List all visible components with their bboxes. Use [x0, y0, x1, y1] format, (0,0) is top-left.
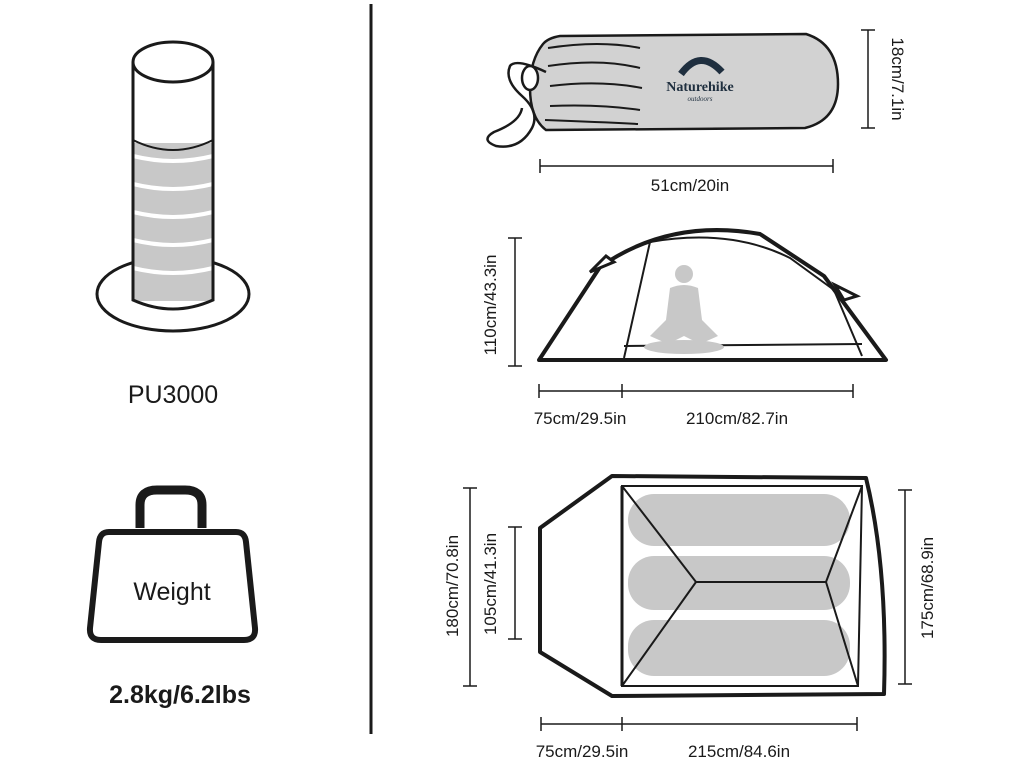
side-length-dimension: [538, 384, 854, 398]
top-outer-width-dimension: [463, 487, 477, 687]
packed-length-label: 51cm/20in: [651, 176, 729, 195]
side-inner-length-label: 210cm/82.7in: [686, 409, 788, 428]
seated-person-icon: [644, 265, 724, 354]
weight-value: 2.8kg/6.2lbs: [109, 681, 251, 709]
top-length-dimension: [540, 717, 858, 731]
tent-top-view-icon: [538, 474, 887, 698]
brand-logo-text: Naturehike: [666, 80, 733, 95]
weight-icon-text: Weight: [133, 578, 210, 606]
top-end-width-dimension: [508, 526, 522, 640]
side-height-dimension: [508, 237, 522, 367]
packed-diameter-dimension: [861, 29, 875, 129]
water-column-icon: [95, 40, 251, 333]
top-outer-width-label: 180cm/70.8in: [443, 535, 462, 637]
top-inner-width-dimension: [898, 489, 912, 685]
kettlebell-weight-icon: [86, 485, 259, 643]
side-vestibule-label: 75cm/29.5in: [534, 409, 627, 428]
side-height-label: 110cm/43.3in: [481, 255, 500, 356]
waterproof-rating-label: PU3000: [128, 381, 218, 409]
packed-length-dimension: [539, 159, 834, 173]
stuff-sack-icon: [486, 32, 840, 148]
brand-logo-subtext: outdoors: [688, 95, 713, 103]
top-inner-length-label: 215cm/84.6in: [688, 742, 790, 761]
top-vestibule-label: 75cm/29.5in: [536, 742, 629, 761]
top-inner-width-label: 175cm/68.9in: [918, 537, 937, 639]
top-end-width-label: 105cm/41.3in: [481, 533, 500, 635]
packed-diameter-label: 18cm/7.1in: [888, 37, 907, 120]
tent-side-view-icon: [537, 228, 888, 362]
